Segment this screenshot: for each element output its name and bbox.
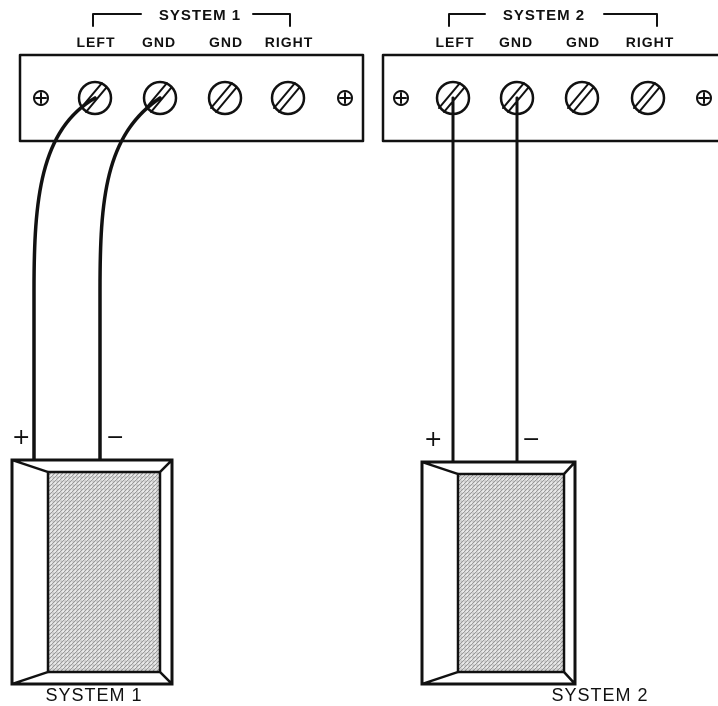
system-1-bracket <box>92 13 291 27</box>
negative-sign: − <box>522 427 540 452</box>
positive-sign: + <box>424 427 442 452</box>
terminal-strip <box>381 53 718 143</box>
terminal-strip <box>18 53 365 143</box>
terminal-label-right: RIGHT <box>626 34 675 50</box>
system-2-caption: SYSTEM 2 <box>551 685 648 705</box>
terminal-screw-icon <box>207 80 243 116</box>
terminal-label-gnd: GND <box>566 34 600 50</box>
wire-negative <box>98 96 162 462</box>
speaker-icon <box>10 458 174 686</box>
terminal-screw-icon <box>630 80 666 116</box>
system-2-group-label: SYSTEM 2 <box>503 7 585 24</box>
system-1-group-label: SYSTEM 1 <box>159 7 241 24</box>
terminal-label-gnd: GND <box>209 34 243 50</box>
wire-positive <box>32 96 97 462</box>
speaker-icon <box>420 460 577 686</box>
terminal-label-gnd: GND <box>142 34 176 50</box>
terminal-screw-icon <box>142 80 178 116</box>
positive-sign: + <box>12 425 30 450</box>
mounting-screw-icon <box>337 90 353 106</box>
system-1-caption: SYSTEM 1 <box>45 685 142 705</box>
terminal-label-right: RIGHT <box>265 34 314 50</box>
terminal-screw-icon <box>564 80 600 116</box>
mounting-screw-icon <box>393 90 409 106</box>
system-2-group: SYSTEM 2 LEFT GND GND RIGHT <box>381 7 718 705</box>
mounting-screw-icon <box>33 90 49 106</box>
terminal-label-left: LEFT <box>436 34 475 50</box>
terminal-label-gnd: GND <box>499 34 533 50</box>
system-1-group: SYSTEM 1 LEFT GND GND RIGHT <box>10 7 365 705</box>
terminal-screw-icon <box>270 80 306 116</box>
terminal-label-left: LEFT <box>77 34 116 50</box>
system-2-bracket <box>448 13 658 27</box>
negative-sign: − <box>106 425 124 450</box>
mounting-screw-icon <box>696 90 712 106</box>
